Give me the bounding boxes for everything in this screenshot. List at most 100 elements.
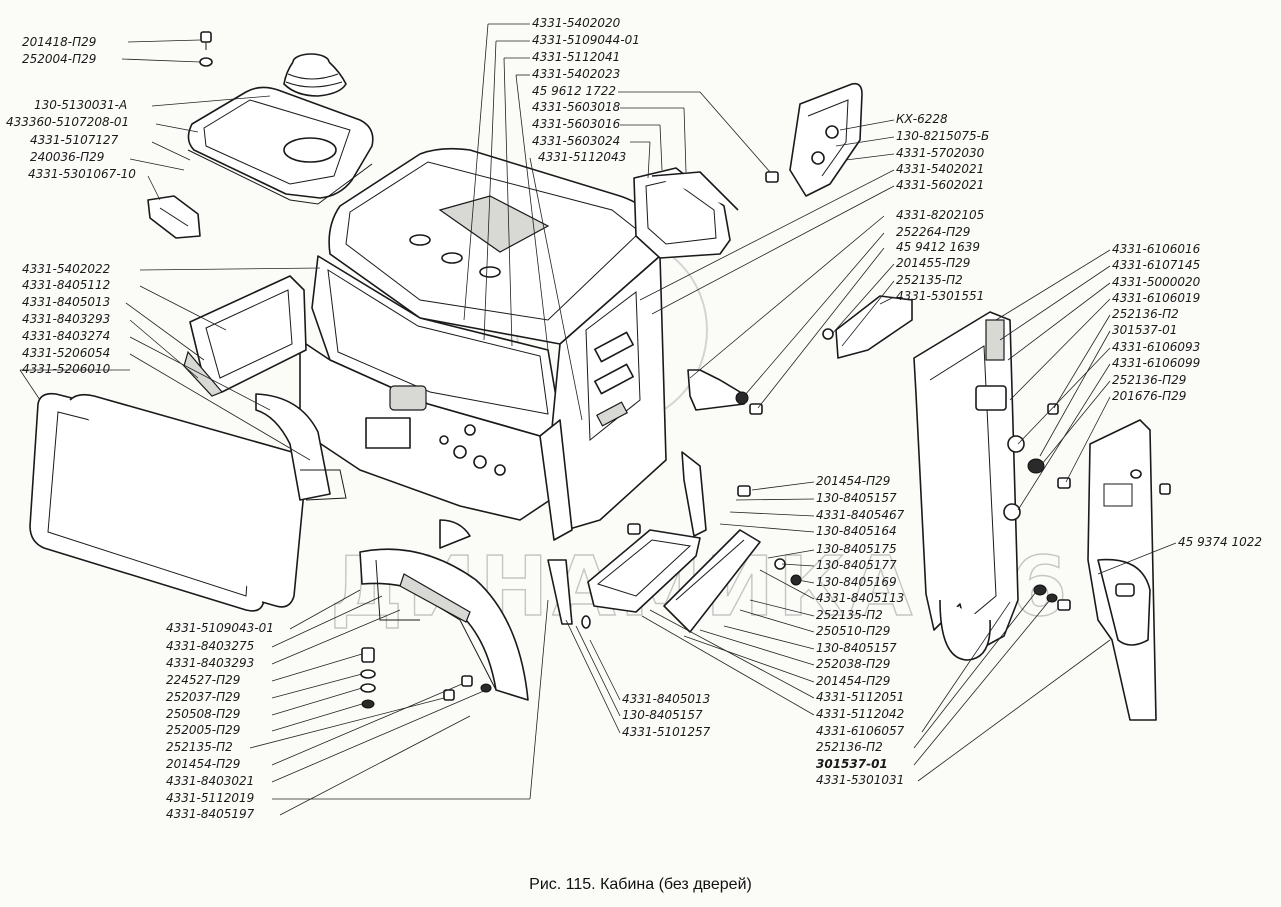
part-label: 4331-6106099 (1112, 356, 1200, 370)
part-label: 4331-5603024 (532, 134, 620, 148)
part-label: 201454-П29 (816, 474, 890, 488)
clamp-strip-part (147, 195, 201, 239)
floor-hatch-part (187, 86, 374, 205)
part-label: 4331-5402023 (532, 67, 620, 81)
cab-base-small-parts (439, 519, 591, 629)
part-label: 4331-5101257 (622, 725, 711, 739)
part-label: 130-8405157 (816, 491, 897, 505)
part-label: 252136-П29 (1112, 373, 1186, 387)
rear-window-part (633, 167, 739, 259)
part-label: 4331-5206054 (22, 346, 110, 360)
part-label: 224527-П29 (166, 673, 240, 687)
part-label: 130-5130031-А (34, 98, 127, 112)
part-label: 130-8405177 (816, 558, 897, 572)
part-label: 4331-5301551 (896, 289, 984, 303)
part-label: 45 9374 1022 (1178, 535, 1262, 549)
part-label: 433360-5107208-01 (6, 115, 129, 129)
step-assembly-part (587, 451, 802, 633)
left-wheel-arch-part (255, 393, 347, 501)
part-label: 4331-6106016 (1112, 242, 1201, 256)
part-label: 252135-П2 (896, 273, 963, 287)
labels-mid-center: 4331-8202105 252264-П29 45 9412 1639 201… (896, 208, 984, 303)
part-label: 45 9412 1639 (896, 240, 980, 254)
part-label: 4331-6106019 (1112, 291, 1200, 305)
part-label: 201676-П29 (1112, 389, 1186, 403)
cab-body-part (299, 147, 667, 541)
bolt-top-part (199, 31, 213, 67)
part-label: 250508-П29 (166, 707, 240, 721)
rear-pillar-part (913, 311, 1025, 661)
part-label: 4331-5000020 (1112, 275, 1201, 289)
part-label: 252037-П29 (166, 690, 240, 704)
part-label: 4331-8405113 (816, 591, 904, 605)
part-label: 4331-8405013 (622, 692, 710, 706)
part-label: 201455-П29 (896, 256, 970, 270)
rear-fastener-stack (1027, 403, 1071, 611)
part-label: КХ-6228 (896, 112, 948, 126)
part-label: 4331-5109044-01 (532, 33, 640, 47)
part-label: 4331-5402022 (22, 262, 110, 276)
part-label: 4331-5112041 (532, 50, 620, 64)
part-label: 4331-8405197 (166, 807, 255, 821)
part-label: 201454-П29 (166, 757, 240, 771)
part-label: 4331-8405467 (816, 508, 905, 522)
labels-step-column: 201454-П29 130-8405157 4331-8405467 130-… (816, 474, 905, 787)
part-label: 4331-5603016 (532, 117, 621, 131)
part-label: 4331-8405112 (22, 278, 110, 292)
labels-left: 4331-5402022 4331-8405112 4331-8405013 4… (22, 262, 111, 376)
part-label-bold: 301537-01 (816, 757, 888, 771)
rear-side-panel-part (1087, 419, 1171, 721)
part-label: 252136-П2 (1112, 307, 1179, 321)
part-label: 201418-П29 (22, 35, 96, 49)
part-label: 4331-6106093 (1112, 340, 1200, 354)
part-label: 240036-П29 (30, 150, 104, 164)
leader-lines (19, 23, 1177, 816)
part-label: 130-8405164 (816, 524, 897, 538)
part-label: 130-8405169 (816, 575, 897, 589)
part-label: 4331-8403274 (22, 329, 110, 343)
part-label: 130-8405175 (816, 542, 897, 556)
part-label: 252135-П2 (816, 608, 883, 622)
labels-top-center: 4331-5402020 4331-5109044-01 4331-511204… (532, 16, 640, 164)
part-label: 252005-П29 (166, 723, 240, 737)
part-label: 4331-5112019 (166, 791, 254, 805)
labels-far-right: 4331-6106016 4331-6107145 4331-5000020 4… (1112, 242, 1262, 549)
part-label: 4331-5402021 (896, 162, 984, 176)
part-label: 4331-6107145 (1112, 258, 1200, 272)
part-label: 4331-8403293 (22, 312, 110, 326)
part-label: 4331-8403293 (166, 656, 254, 670)
part-label: 45 9612 1722 (532, 84, 616, 98)
part-label: 4331-5402020 (532, 16, 621, 30)
labels-top-right: КХ-6228 130-8215075-Б 4331-5702030 4331-… (896, 112, 989, 192)
part-label: 252264-П29 (896, 225, 970, 239)
part-label: 252135-П2 (166, 740, 233, 754)
mid-bracket-part (687, 295, 913, 415)
part-label: 250510-П29 (816, 624, 890, 638)
part-label: 130-8405157 (816, 641, 897, 655)
labels-top-left: 201418-П29 252004-П29 130-5130031-А 4333… (6, 35, 136, 181)
left-duct-panel-part (183, 275, 307, 397)
part-label: 4331-5112051 (816, 690, 904, 704)
part-label: 252038-П29 (816, 657, 890, 671)
part-label: 4331-8403275 (166, 639, 254, 653)
windshield-part (29, 392, 307, 612)
mirror-bracket-part (765, 82, 863, 197)
part-label: 4331-8202105 (896, 208, 984, 222)
part-label: 4331-8403021 (166, 774, 254, 788)
part-label: 4331-5301067-10 (28, 167, 136, 181)
part-label: 4331-5603018 (532, 100, 621, 114)
part-label: 4331-5112042 (816, 707, 904, 721)
part-label: 4331-5107127 (30, 133, 119, 147)
figure-caption: Рис. 115. Кабина (без дверей) (529, 876, 752, 893)
part-label: 130-8215075-Б (896, 129, 989, 143)
part-label: 4331-5301031 (816, 773, 904, 787)
part-label: 201454-П29 (816, 674, 890, 688)
part-label: 4331-5702030 (896, 146, 985, 160)
labels-bottom-left: 4331-5109043-01 4331-8403275 4331-840329… (166, 621, 274, 821)
part-label: 4331-5206010 (22, 362, 111, 376)
labels-lower-mid: 4331-8405013 130-8405157 4331-5101257 (622, 692, 711, 739)
part-label: 252136-П2 (816, 740, 883, 754)
part-label: 4331-5112043 (538, 150, 626, 164)
